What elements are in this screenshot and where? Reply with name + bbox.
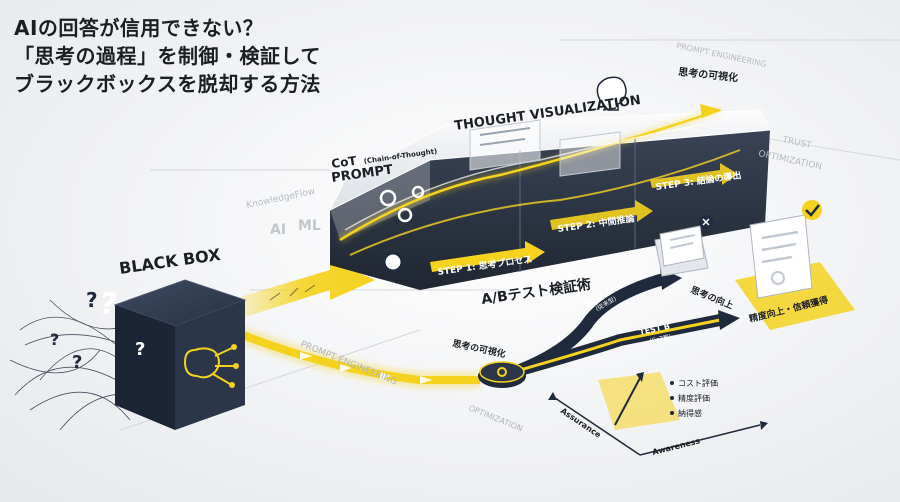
question-mark-icon: ? bbox=[72, 352, 82, 373]
visualize-node-label: 思考の可視化 bbox=[451, 337, 506, 360]
page-title: AIの回答が信用できない？ 「思考の過程」を制御・検証して ブラックボックスを脱… bbox=[14, 14, 321, 98]
step-arrows bbox=[430, 163, 738, 272]
result-b-card bbox=[735, 200, 855, 330]
trust-label: TRUST bbox=[780, 135, 812, 151]
input-arrow bbox=[230, 260, 375, 320]
question-mark-icon: ? bbox=[86, 288, 98, 312]
ai-label: AI bbox=[270, 222, 286, 238]
check-icon bbox=[802, 200, 822, 220]
prompt-engineering-top-label: PROMPT ENGINEERING bbox=[676, 41, 768, 69]
axis-assurance-label: Assurance bbox=[559, 406, 603, 440]
ab-test-title: A/Bテスト検証術 bbox=[480, 276, 592, 308]
black-box-cube: ? ? bbox=[97, 279, 247, 430]
axis-awareness-label: Awareness bbox=[651, 436, 701, 457]
gear-icon bbox=[379, 185, 425, 223]
evaluation-chart bbox=[548, 372, 768, 456]
magnifier-icon bbox=[382, 251, 412, 282]
optimization-path bbox=[227, 322, 480, 388]
thought-panels bbox=[469, 119, 621, 177]
title-line-3: ブラックボックスを脱却する方法 bbox=[14, 72, 321, 96]
thought-visualization-jp: 思考の可視化 bbox=[678, 65, 739, 84]
brain-circuit-icon bbox=[183, 344, 239, 388]
question-mark-icon: ? bbox=[97, 287, 121, 322]
legend-satisfaction: 納得感 bbox=[678, 408, 702, 418]
cot-label-line1: CoT bbox=[330, 153, 358, 170]
result-a-card bbox=[654, 215, 713, 277]
legend-cost: コスト評価 bbox=[678, 378, 718, 388]
question-mark-icon: ? bbox=[50, 330, 59, 349]
visualize-node bbox=[478, 361, 526, 388]
cot-tube bbox=[328, 104, 771, 290]
ml-label: ML bbox=[298, 218, 321, 234]
optimization-bottom-label: OPTIMIZATION bbox=[467, 404, 524, 434]
question-mark-icon: ? bbox=[135, 339, 145, 360]
thinking-improve-label: 思考の向上 bbox=[689, 284, 735, 312]
black-box-label: BLACK BOX bbox=[118, 245, 222, 278]
title-line-2: 「思考の過程」を制御・検証して bbox=[14, 44, 321, 68]
title-line-1: AIの回答が信用できない？ bbox=[14, 16, 264, 40]
knowledgeflow-label: KnowledgeFlow bbox=[246, 187, 317, 211]
lightbulb-icon bbox=[596, 76, 627, 111]
legend-accuracy: 精度評価 bbox=[678, 393, 710, 403]
